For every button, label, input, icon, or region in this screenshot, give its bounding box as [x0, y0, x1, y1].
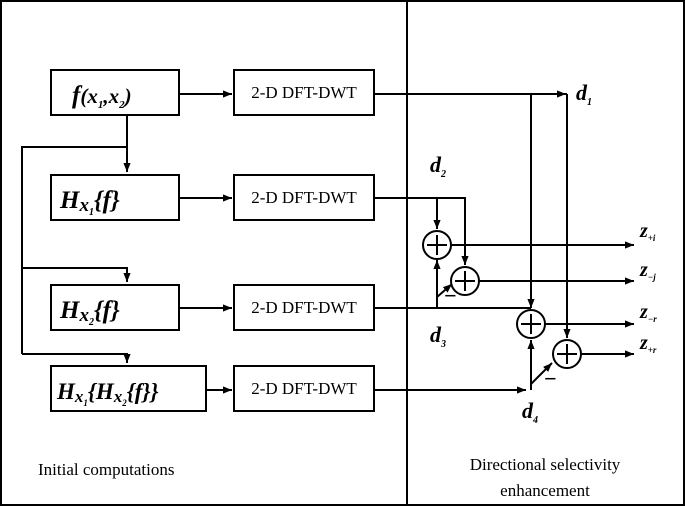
h1-xsub: 1 [89, 207, 94, 218]
input-box-f: f(x1,x2) [50, 69, 180, 116]
input-box-h1: Hx1{f} [50, 174, 180, 221]
f-close: ) [123, 84, 132, 108]
input-box-h2: Hx2{f} [50, 284, 180, 331]
h12-H: H [56, 379, 76, 404]
label-d1: d1 [576, 80, 592, 108]
h2-x: x [78, 305, 89, 326]
h12-xsub: 1 [83, 398, 88, 408]
f-mid: ,x [102, 84, 119, 108]
dft-dwt-box-1: 2-D DFT-DWT [233, 69, 375, 116]
label-d2: d2 [430, 152, 446, 180]
caption-directional-line2: enhancement [500, 481, 590, 500]
wire-f-branch [21, 146, 127, 354]
h12-lb: { [88, 379, 98, 404]
h2-xsub: 2 [88, 317, 94, 328]
summing-junction-1 [422, 230, 452, 260]
dft-dwt-label-3: 2-D DFT-DWT [251, 298, 357, 317]
svg-text:Hx1{f}: Hx1{f} [59, 187, 120, 218]
wire-d4-to-s4 [530, 362, 553, 385]
h1-inner: {f} [94, 187, 120, 214]
output-z-minus-r: z−r [639, 301, 657, 324]
output-z-plus-i: z+i [639, 220, 656, 243]
svg-text:Hx2{f}: Hx2{f} [59, 297, 120, 328]
wire-d2 [374, 197, 469, 265]
dft-dwt-label-4: 2-D DFT-DWT [251, 379, 357, 398]
h2-inner: {f} [94, 297, 120, 324]
output-z-plus-r: z+r [639, 332, 657, 355]
caption-directional-line1: Directional selectivity [470, 455, 621, 474]
label-d4: d4 [522, 398, 538, 426]
dft-dwt-label-1: 2-D DFT-DWT [251, 83, 357, 102]
h12-x: x [74, 387, 84, 406]
h12-rb: } [148, 379, 158, 404]
h1-H: H [59, 187, 81, 214]
output-z-minus-j: z−j [639, 259, 656, 282]
f-sub2: 2 [118, 99, 125, 111]
svg-text:Hx1{Hx2{f}}: Hx1{Hx2{f}} [56, 379, 159, 408]
summing-junction-4 [552, 339, 582, 369]
summing-junction-2 [450, 266, 480, 296]
h12-inner: {f} [127, 379, 151, 404]
minus-sign-s2: − [444, 283, 457, 308]
h1-x: x [78, 195, 89, 216]
h12-H2: H [95, 379, 115, 404]
input-box-h12: Hx1{Hx2{f}} [50, 365, 207, 412]
f-args: (x [80, 84, 98, 108]
h12-x2: x [113, 387, 123, 406]
h12-x2sub: 2 [121, 398, 127, 408]
h2-H: H [59, 297, 81, 324]
wire-d3-to-s2 [436, 283, 453, 298]
f-sub1: 1 [98, 99, 104, 111]
wire-to-h2 [22, 267, 131, 282]
f-main: f [72, 82, 83, 109]
dft-dwt-box-2: 2-D DFT-DWT [233, 174, 375, 221]
dft-dwt-box-4: 2-D DFT-DWT [233, 365, 375, 412]
caption-initial-computations: Initial computations [38, 460, 174, 479]
wire-to-h12 [22, 353, 131, 363]
svg-text:f(x1,x2): f(x1,x2) [72, 82, 132, 111]
minus-sign-s4: − [544, 366, 557, 391]
summing-junction-3 [516, 309, 546, 339]
dft-dwt-label-2: 2-D DFT-DWT [251, 188, 357, 207]
label-d3: d3 [430, 322, 446, 350]
dft-dwt-box-3: 2-D DFT-DWT [233, 284, 375, 331]
